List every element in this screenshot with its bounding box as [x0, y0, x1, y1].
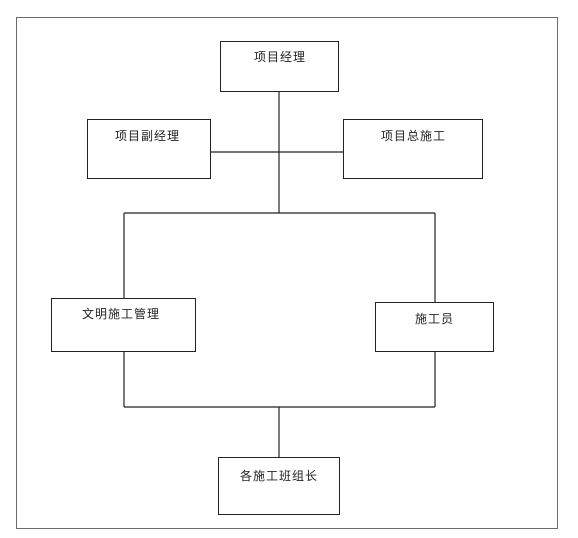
node-team-leaders-label: 各施工班组长: [240, 469, 319, 483]
node-project-manager-label: 项目经理: [254, 50, 307, 64]
node-civilized-construction: 文明施工管理: [51, 298, 196, 352]
node-team-leaders: 各施工班组长: [218, 457, 340, 515]
node-civilized-construction-label: 文明施工管理: [82, 307, 161, 321]
node-project-manager: 项目经理: [220, 41, 339, 92]
node-construction-worker-label: 施工员: [415, 312, 455, 326]
node-chief-engineer: 项目总施工: [343, 119, 483, 179]
node-construction-worker: 施工员: [375, 302, 494, 352]
node-deputy-manager-label: 项目副经理: [115, 129, 181, 143]
node-chief-engineer-label: 项目总施工: [381, 129, 447, 143]
node-deputy-manager: 项目副经理: [87, 119, 211, 179]
diagram-frame: [16, 17, 558, 529]
